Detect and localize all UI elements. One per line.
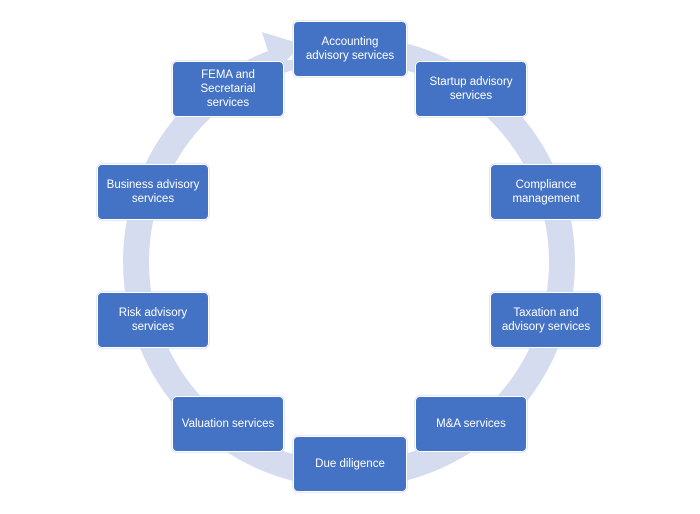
node-label: Business advisory services xyxy=(106,179,200,205)
node-valuation-services: Valuation services xyxy=(172,396,284,452)
node-accounting-advisory: Accounting advisory services xyxy=(293,21,407,77)
node-business-advisory: Business advisory services xyxy=(97,164,209,220)
node-taxation-advisory: Taxation and advisory services xyxy=(490,292,602,348)
node-label: Compliance management xyxy=(512,179,580,205)
node-label: Valuation services xyxy=(181,418,275,430)
node-label: Accounting advisory services xyxy=(305,36,395,62)
node-label: Due diligence xyxy=(315,458,385,470)
node-startup-advisory: Startup advisory services xyxy=(415,61,527,117)
node-label: Taxation and advisory services xyxy=(501,307,591,333)
node-ma-services: M&A services xyxy=(415,396,527,452)
node-label: FEMA and Secretarial services xyxy=(200,69,256,109)
node-fema-secretarial: FEMA and Secretarial services xyxy=(172,61,284,117)
node-risk-advisory: Risk advisory services xyxy=(97,292,209,348)
node-label: M&A services xyxy=(436,418,506,430)
node-label: Startup advisory services xyxy=(429,76,513,102)
node-compliance-management: Compliance management xyxy=(490,164,602,220)
node-due-diligence: Due diligence xyxy=(293,436,407,492)
node-label: Risk advisory services xyxy=(118,307,188,333)
